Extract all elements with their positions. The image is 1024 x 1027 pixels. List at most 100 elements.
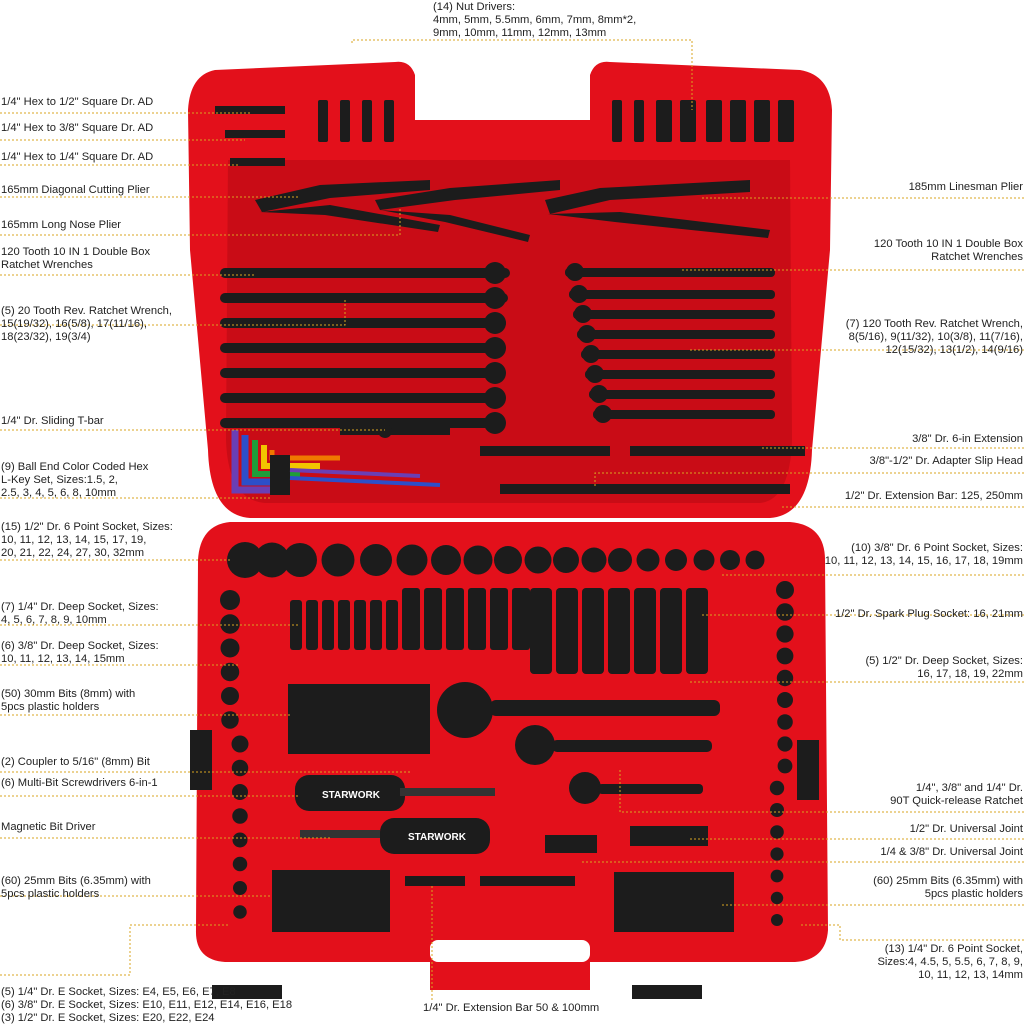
bit-holder-30mm	[288, 684, 430, 754]
wrench-left-head	[484, 287, 506, 309]
socket	[231, 759, 249, 777]
label-line: (3) 1/2" Dr. E Socket, Sizes: E20, E22, …	[1, 1012, 215, 1024]
socket	[220, 638, 240, 658]
nut-driver	[384, 100, 394, 142]
wrench-left	[220, 343, 504, 353]
nut-driver	[754, 100, 770, 142]
nut-driver	[340, 100, 350, 142]
socket	[745, 550, 765, 570]
label-line: 10, 11, 12, 13, 14mm	[918, 969, 1023, 981]
wrench-right	[565, 268, 775, 277]
label-magnetic-bit-driver: Magnetic Bit Driver	[1, 821, 96, 834]
label-line: 165mm Long Nose Plier	[1, 219, 122, 231]
side-latch-right	[797, 740, 819, 800]
label-half-inch-extension-bar: 1/2" Dr. Extension Bar: 125, 250mm	[845, 490, 1023, 503]
label-line: 18(23/32), 19(3/4)	[1, 331, 91, 343]
deep-socket-quarter	[370, 600, 382, 650]
nut-drivers-group	[215, 100, 794, 166]
socket	[233, 905, 247, 919]
latch-left	[212, 985, 282, 999]
label-line: 1/4" Hex to 3/8" Square Dr. AD	[1, 122, 154, 134]
label-line: 1/4" Dr. Extension Bar 50 & 100mm	[423, 1002, 600, 1014]
label-line: 2.5, 3, 4, 5, 6, 8, 10mm	[1, 487, 117, 499]
wrench-right-head	[586, 365, 604, 383]
nut-driver	[778, 100, 794, 142]
label-line: (2) Coupler to 5/16" (8mm) Bit	[1, 756, 150, 768]
label-line: (6) 3/8" Dr. E Socket, Sizes: E10, E11, …	[1, 999, 293, 1011]
socket	[776, 581, 794, 599]
socket	[777, 736, 793, 752]
latch-right	[632, 985, 702, 999]
lower-handle-hole	[430, 940, 590, 962]
socket	[553, 547, 579, 573]
label-linesman-plier: 185mm Linesman Plier	[909, 181, 1023, 194]
label-quick-release-ratchet: 1/4", 3/8" and 1/4" Dr.90T Quick-release…	[890, 782, 1023, 808]
wrench-left	[220, 368, 502, 378]
label-line: 10, 11, 12, 13, 14, 15, 17, 19,	[1, 534, 147, 546]
socket	[771, 914, 783, 926]
wrench-left	[220, 318, 506, 328]
label-line: 8(5/16), 9(11/32), 10(3/8), 11(7/16),	[848, 331, 1023, 343]
label-line: (7) 1/4" Dr. Deep Socket, Sizes:	[1, 601, 159, 613]
socket	[770, 891, 784, 905]
nut-driver	[706, 100, 722, 142]
label-line: (15) 1/2" Dr. 6 Point Socket, Sizes:	[1, 521, 173, 533]
socket	[231, 735, 249, 753]
wrench-right	[569, 290, 775, 299]
socket	[777, 714, 793, 730]
label-line: Sizes:4, 4.5, 5, 5.5, 6, 7, 8, 9,	[877, 956, 1023, 968]
label-coupler: (2) Coupler to 5/16" (8mm) Bit	[1, 756, 150, 769]
socket	[769, 780, 785, 796]
label-20-tooth-ratchet-wrench: (5) 20 Tooth Rev. Ratchet Wrench,15(19/3…	[1, 305, 172, 344]
hex-key-set	[231, 430, 441, 495]
label-line: (7) 120 Tooth Rev. Ratchet Wrench,	[845, 318, 1023, 330]
socket	[581, 547, 607, 573]
label-line: (5) 1/2" Dr. Deep Socket, Sizes:	[865, 655, 1023, 667]
label-line: 1/2" Dr. Spark Plug Socket: 16, 21mm	[834, 608, 1023, 620]
sockets-ring-group	[220, 542, 794, 926]
label-line: 1/4" Hex to 1/4" Square Dr. AD	[1, 151, 154, 163]
label-three-eighths-6-point-socket: (10) 3/8" Dr. 6 Point Socket, Sizes:10, …	[825, 542, 1023, 568]
label-line: Magnetic Bit Driver	[1, 821, 96, 833]
wrench-left-head	[484, 337, 506, 359]
deep-socket-half	[686, 588, 708, 674]
bit-holder-25mm-left	[272, 870, 390, 932]
label-line: 5pcs plastic holders	[1, 701, 100, 713]
label-line: 120 Tooth 10 IN 1 Double Box	[873, 238, 1023, 250]
socket	[220, 662, 240, 682]
socket	[220, 590, 240, 610]
wrenches-group	[220, 262, 775, 434]
wrench-right	[585, 370, 775, 379]
label-line: 16, 17, 18, 19, 22mm	[917, 668, 1023, 680]
label-line: L-Key Set, Sizes:1.5, 2,	[1, 474, 118, 486]
label-line: 4, 5, 6, 7, 8, 9, 10mm	[1, 614, 107, 626]
label-long-nose-plier: 165mm Long Nose Plier	[1, 219, 121, 232]
wrench-right	[577, 330, 775, 339]
label-line: 1/2" Dr. Universal Joint	[909, 823, 1023, 835]
hex-adapter	[230, 158, 285, 166]
nut-driver	[656, 100, 672, 142]
label-line: 165mm Diagonal Cutting Plier	[1, 184, 150, 196]
hex-adapter	[215, 106, 285, 114]
label-line: (5) 1/4" Dr. E Socket, Sizes: E4, E5, E6…	[1, 986, 236, 998]
label-line: (10) 3/8" Dr. 6 Point Socket, Sizes:	[851, 542, 1023, 554]
upper-handle-hole	[418, 92, 586, 120]
deep-socket-three-eighths	[512, 588, 530, 650]
label-line: Ratchet Wrenches	[1, 259, 93, 271]
label-line: (60) 25mm Bits (6.35mm) with	[1, 875, 151, 887]
socket	[770, 869, 784, 883]
wrench-right	[589, 390, 775, 399]
label-multi-bit-screwdrivers: (6) Multi-Bit Screwdrivers 6-in-1	[1, 777, 158, 790]
socket	[221, 687, 239, 705]
socket	[283, 543, 317, 577]
wrench-left	[220, 293, 508, 303]
socket	[431, 545, 461, 575]
socket	[776, 647, 794, 665]
deep-socket-three-eighths	[402, 588, 420, 650]
wrench-right	[581, 350, 775, 359]
deep-socket-three-eighths	[490, 588, 508, 650]
